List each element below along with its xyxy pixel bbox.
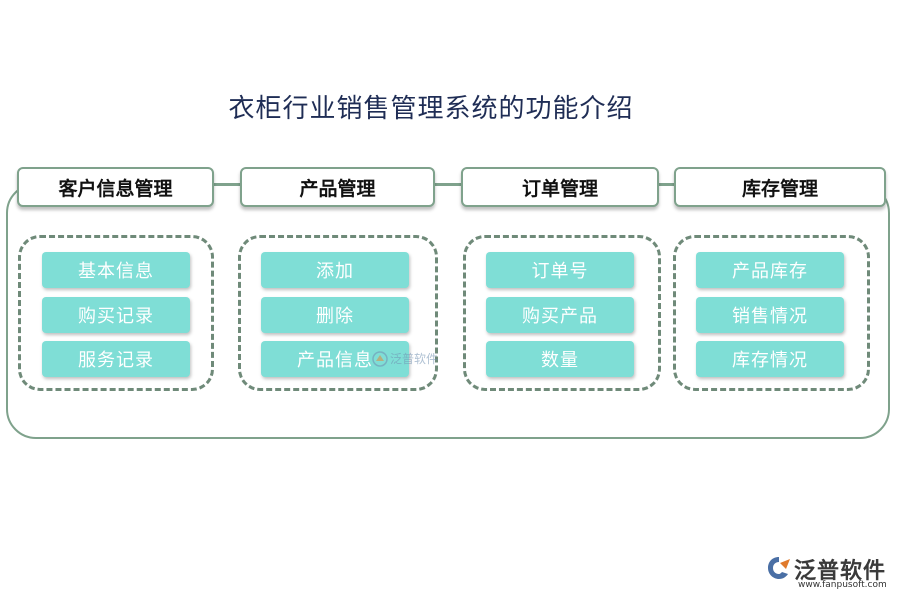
category-group-product: 添加 删除 产品信息 xyxy=(238,235,438,391)
page-title: 衣柜行业销售管理系统的功能介绍 xyxy=(228,94,634,124)
item-delete: 删除 xyxy=(261,297,409,333)
category-header-inventory: 库存管理 xyxy=(674,167,886,207)
brand-name: 泛普软件 xyxy=(794,559,887,584)
watermark-logo-icon xyxy=(372,350,388,367)
brand-logo: 泛普软件 www.fanpusoft.com xyxy=(766,553,896,593)
item-sales-status: 销售情况 xyxy=(696,297,844,333)
connector-line xyxy=(434,184,462,186)
connector-line xyxy=(213,184,241,186)
item-purchased-product: 购买产品 xyxy=(486,297,634,333)
brand-logo-icon xyxy=(768,557,790,579)
item-purchase-records: 购买记录 xyxy=(42,297,190,333)
category-group-inventory: 产品库存 销售情况 库存情况 xyxy=(673,235,870,391)
item-stock-status: 库存情况 xyxy=(696,341,844,377)
category-header-product: 产品管理 xyxy=(240,167,435,207)
watermark: 泛普软件 xyxy=(372,350,438,367)
category-group-customer: 基本信息 购买记录 服务记录 xyxy=(18,235,214,391)
item-basic-info: 基本信息 xyxy=(42,252,190,288)
brand-url: www.fanpusoft.com xyxy=(798,580,887,590)
item-quantity: 数量 xyxy=(486,341,634,377)
connector-line xyxy=(658,184,675,186)
category-header-customer: 客户信息管理 xyxy=(17,167,214,207)
watermark-text: 泛普软件 xyxy=(390,352,439,366)
category-header-order: 订单管理 xyxy=(461,167,659,207)
item-order-number: 订单号 xyxy=(486,252,634,288)
item-service-records: 服务记录 xyxy=(42,341,190,377)
item-product-info: 产品信息 xyxy=(261,341,409,377)
item-add: 添加 xyxy=(261,252,409,288)
item-product-stock: 产品库存 xyxy=(696,252,844,288)
category-group-order: 订单号 购买产品 数量 xyxy=(463,235,661,391)
